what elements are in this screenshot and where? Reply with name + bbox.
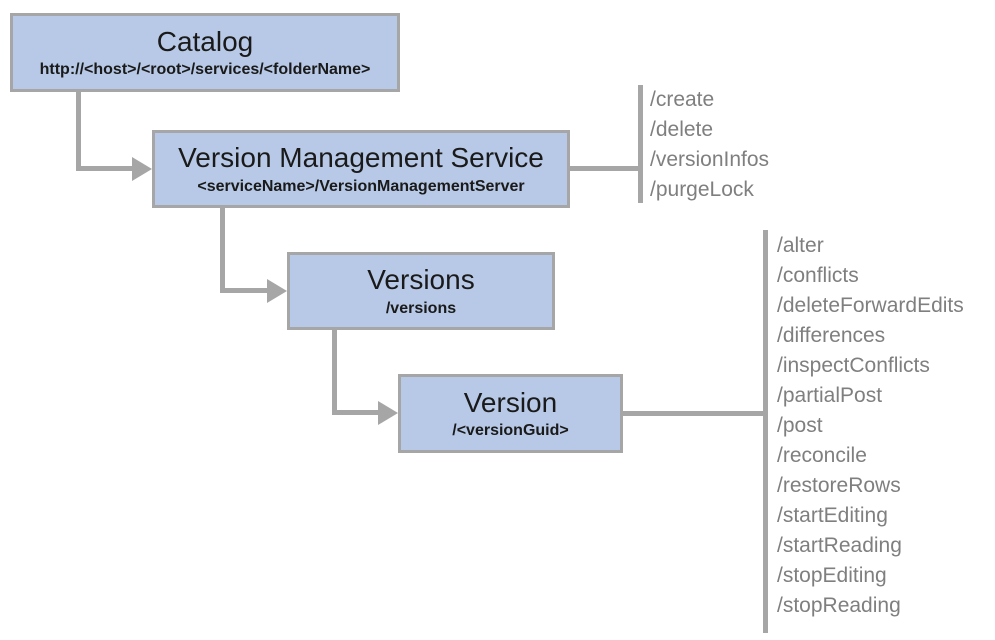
connector-version-operations [623,411,767,416]
connector-vms-versions-horizontal [220,288,269,293]
node-versions: Versions /versions [287,252,555,330]
node-versions-url: /versions [385,299,457,317]
operation-label: /purgeLock [650,178,754,201]
operation-label: /delete [650,118,714,141]
operation-label: /startEditing [777,504,888,527]
node-version-title: Version [463,386,558,418]
operation-label: /deleteForwardEdits [777,294,964,317]
connector-catalog-vms-horizontal [76,166,134,171]
connector-versions-version-vertical [332,330,337,415]
operation-label: /reconcile [777,444,867,467]
operation-label: /differences [777,324,886,347]
node-version: Version /<versionGuid> [398,374,623,453]
operation-label: /restoreRows [777,474,901,497]
operation-label: /partialPost [777,384,883,407]
arrowhead-icon [132,157,152,181]
operations-list-version: /alter/conflicts/deleteForwardEdits/diff… [777,231,964,621]
node-catalog-url: http://<host>/<root>/services/<folderNam… [39,61,371,78]
operation-label: /stopEditing [777,564,887,587]
node-version-management-service: Version Management Service <serviceName>… [152,130,570,208]
node-version-url: /<versionGuid> [452,422,569,439]
connector-vms-versions-vertical [220,208,225,293]
node-vms-url: <serviceName>/VersionManagementServer [197,177,525,195]
node-catalog-title: Catalog [156,25,254,57]
operation-label: /alter [777,234,824,257]
operation-label: /inspectConflicts [777,354,930,377]
operation-label: /startReading [777,534,902,557]
operation-label: /versionInfos [650,148,770,171]
operations-bracket-version [763,230,768,633]
operations-list-vms: /create/delete/versionInfos/purgeLock [650,85,769,205]
node-catalog: Catalog http://<host>/<root>/services/<f… [10,13,400,92]
arrowhead-icon [378,401,398,425]
connector-versions-version-horizontal [332,410,380,415]
operation-label: /conflicts [777,264,859,287]
arrowhead-icon [267,279,287,303]
connector-vms-operations [570,166,640,171]
connector-catalog-vms-vertical [76,92,81,171]
node-versions-title: Versions [367,264,475,296]
operations-bracket-vms [638,85,643,203]
operation-label: /create [650,88,715,111]
node-vms-title: Version Management Service [178,142,544,174]
operation-label: /stopReading [777,594,901,617]
operation-label: /post [777,414,823,437]
